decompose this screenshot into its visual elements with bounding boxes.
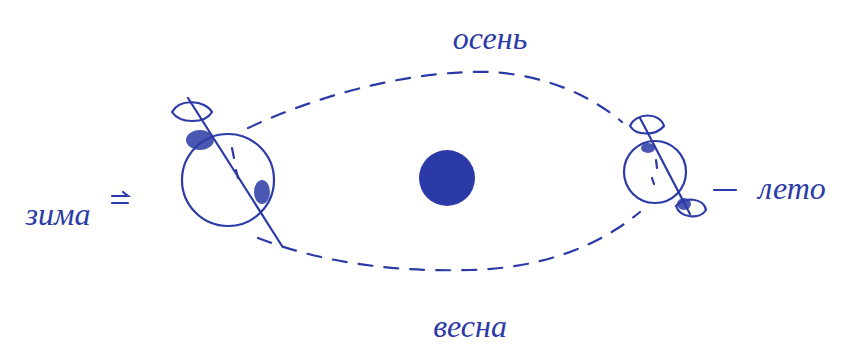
arrow-mark: [112, 192, 128, 203]
label-wrap: осень: [453, 22, 527, 54]
rotation-arrow: [630, 116, 664, 134]
label-wrap: весна: [433, 310, 507, 342]
earth-patch: [186, 130, 214, 150]
season-label: осень: [453, 20, 527, 56]
leader-dash: [714, 189, 736, 191]
earth-patch: [641, 143, 655, 153]
orbit-path: [248, 72, 622, 128]
season-label: зима: [26, 196, 91, 232]
label-wrap: лето: [758, 172, 826, 204]
sun-circle: [419, 150, 475, 206]
earth-circle: [624, 141, 686, 203]
earth-mark: [232, 148, 238, 178]
rotation-arrow: [172, 102, 212, 121]
orbit-path: [258, 212, 640, 270]
season-label: лето: [758, 170, 826, 206]
earth-patch: [254, 180, 270, 204]
label-wrap: зима: [26, 198, 91, 230]
earth-patch: [677, 198, 691, 210]
earth-mark: [652, 160, 657, 184]
season-label: весна: [433, 308, 507, 344]
